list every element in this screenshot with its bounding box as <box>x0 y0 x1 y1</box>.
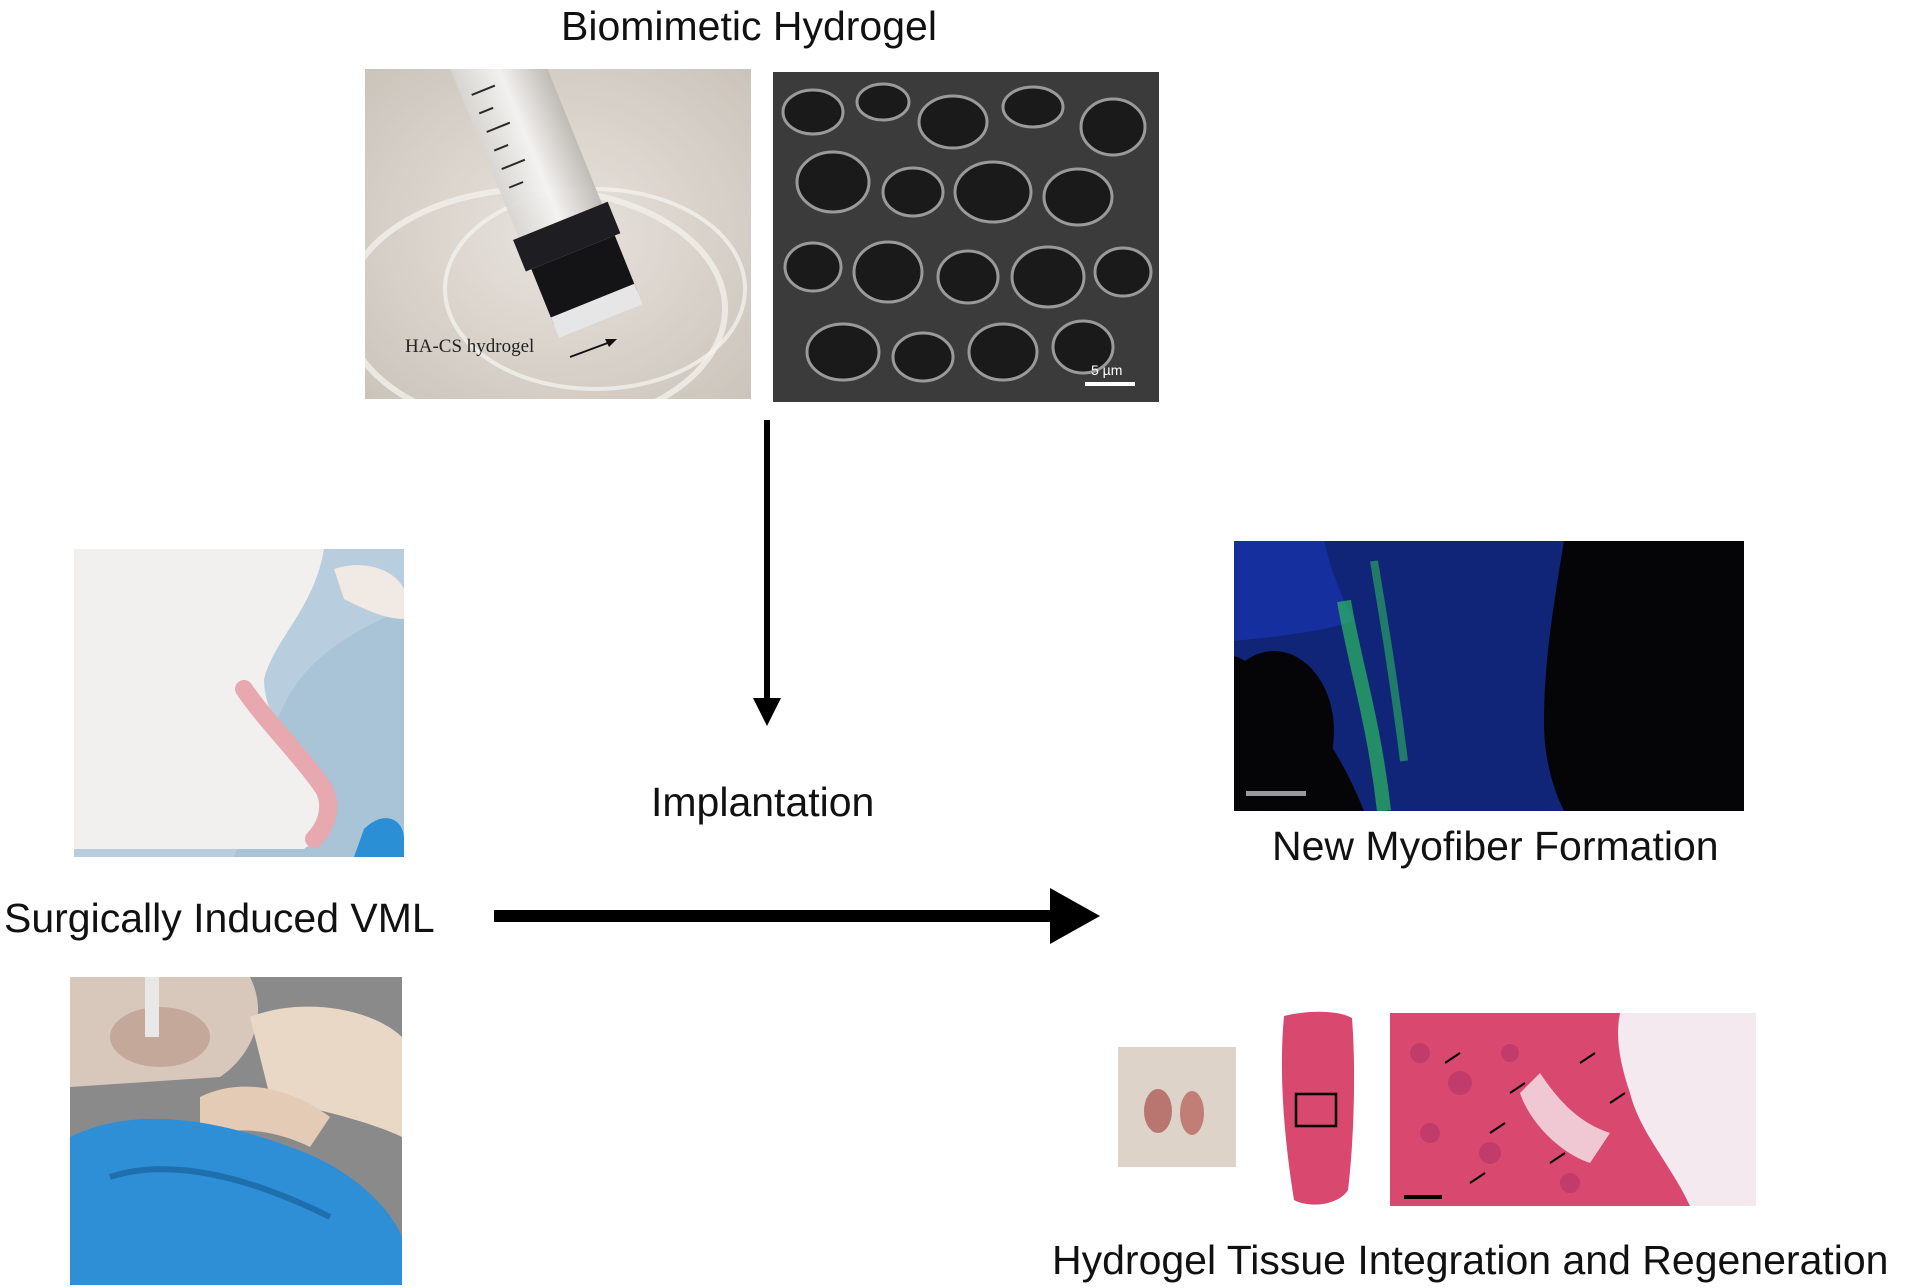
title-biomimetic-hydrogel: Biomimetic Hydrogel <box>561 3 937 49</box>
implantation-label: Implantation <box>651 779 875 825</box>
fluorescence-micrograph <box>1234 541 1744 811</box>
vertical-arrow <box>753 420 781 726</box>
surgically-induced-vml-label: Surgically Induced VML <box>4 895 435 941</box>
excised-muscle-photo <box>1118 1047 1236 1167</box>
rat-leg-photo <box>74 549 404 857</box>
syringe-hydrogel-photo: HA-CS hydrogel <box>365 69 751 399</box>
sem-scale-label: 5 µm <box>1091 362 1122 378</box>
he-zoomed-section <box>1390 1013 1756 1206</box>
syringe-annotation: HA-CS hydrogel <box>405 336 534 357</box>
surgery-photo <box>70 977 402 1285</box>
hydrogel-tissue-integration-label: Hydrogel Tissue Integration and Regenera… <box>1052 1237 1889 1283</box>
sem-micrograph: 5 µm <box>773 72 1159 402</box>
horizontal-arrow <box>494 888 1100 944</box>
new-myofiber-formation-label: New Myofiber Formation <box>1272 823 1719 869</box>
he-whole-section <box>1268 1010 1364 1208</box>
